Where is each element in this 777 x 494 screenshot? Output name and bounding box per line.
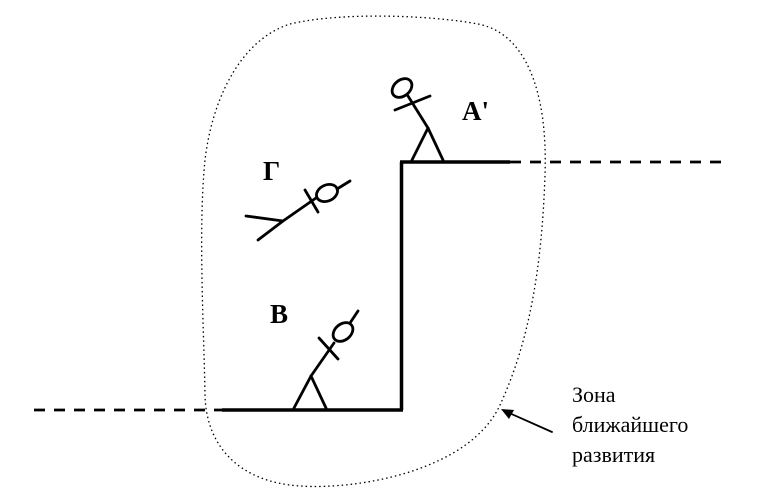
zone-caption-line1: Зона xyxy=(572,382,616,407)
zone-caption: Зона ближайшего развития xyxy=(572,382,688,467)
label-v: В xyxy=(270,299,288,329)
zone-boundary xyxy=(201,15,546,488)
figure-v xyxy=(292,309,360,410)
zone-caption-line2: ближайшего xyxy=(572,412,688,437)
figure-g xyxy=(244,179,352,242)
label-a-prime: А' xyxy=(462,96,489,126)
label-g: Г xyxy=(263,156,280,186)
zone-caption-line3: развития xyxy=(572,442,655,467)
zone-pointer-arrow xyxy=(501,409,553,433)
figure-a-prime xyxy=(390,77,445,162)
